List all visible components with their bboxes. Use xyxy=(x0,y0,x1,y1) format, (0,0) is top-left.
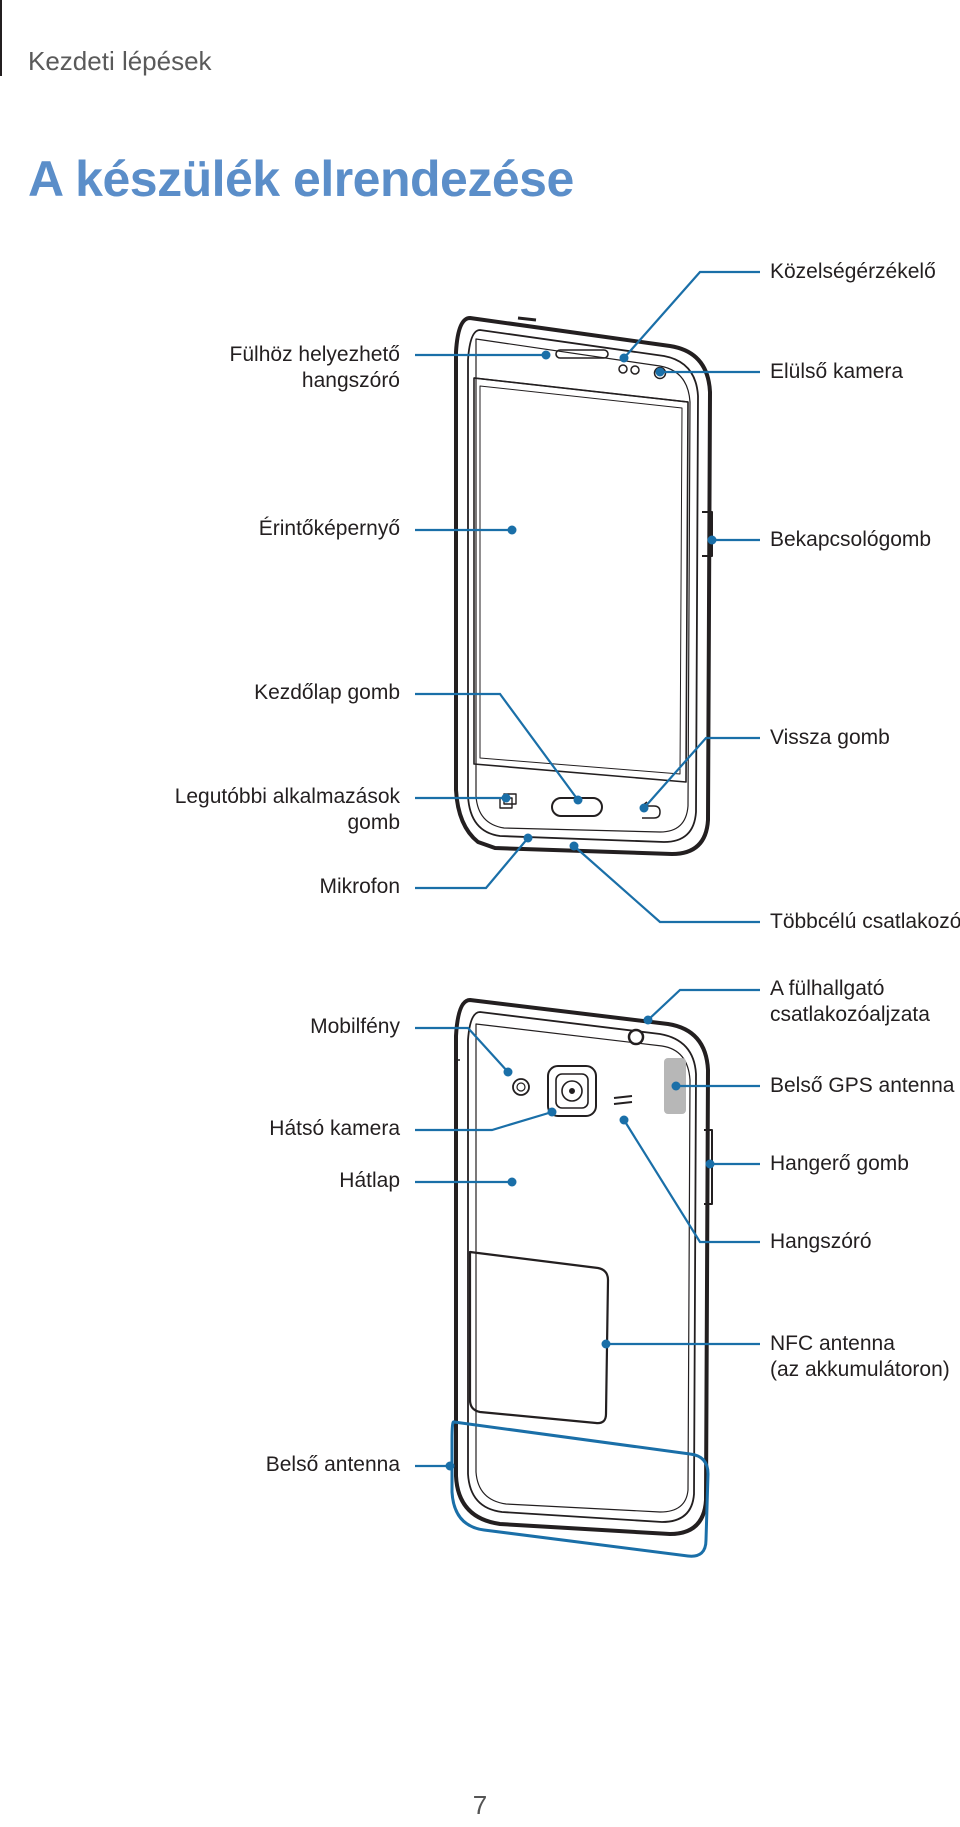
label-earpiece: Fülhöz helyezhető hangszóró xyxy=(230,342,400,394)
label-headset-jack: A fülhallgató csatlakozóaljzata xyxy=(770,976,930,1028)
label-recent-apps-line1: Legutóbbi alkalmazások xyxy=(174,785,400,808)
label-flash: Mobilfény xyxy=(310,1015,400,1038)
label-recent-apps-key: Legutóbbi alkalmazások gomb xyxy=(175,784,400,836)
label-microphone: Mikrofon xyxy=(319,875,400,898)
section-header: Kezdeti lépések xyxy=(28,46,212,76)
label-touchscreen: Érintőképernyő xyxy=(258,517,400,540)
label-multipurpose-jack: Többcélú csatlakozó xyxy=(770,910,960,933)
callout-lines xyxy=(415,270,760,1468)
label-speaker: Hangszóró xyxy=(770,1230,872,1253)
label-earpiece-line1: Fülhöz helyezhető xyxy=(229,343,400,366)
label-nfc-antenna-line1: NFC antenna xyxy=(770,1332,895,1355)
label-gps-antenna: Belső GPS antenna xyxy=(770,1074,955,1097)
label-nfc-antenna: NFC antenna (az akkumulátoron) xyxy=(770,1331,950,1383)
label-recent-apps-line2: gomb xyxy=(347,811,400,834)
label-back-cover: Hátlap xyxy=(339,1169,400,1192)
label-back-key: Vissza gomb xyxy=(770,726,890,749)
label-front-camera: Elülső kamera xyxy=(770,360,904,383)
page-number: 7 xyxy=(472,1790,488,1820)
label-power-key: Bekapcsológomb xyxy=(770,528,932,551)
label-home-key: Kezdőlap gomb xyxy=(254,681,400,704)
label-internal-antenna: Belső antenna xyxy=(265,1453,400,1476)
callout-dots xyxy=(445,350,717,1471)
label-earpiece-line2: hangszóró xyxy=(301,369,400,392)
label-nfc-antenna-line2: (az akkumulátoron) xyxy=(770,1358,950,1381)
label-headset-jack-line1: A fülhallgató xyxy=(770,977,885,1000)
label-volume-key: Hangerő gomb xyxy=(770,1152,909,1175)
back-phone xyxy=(450,998,713,1558)
label-proximity-sensor: Közelségérzékelő xyxy=(770,260,936,283)
margin-rule xyxy=(0,0,2,76)
label-rear-camera: Hátsó kamera xyxy=(269,1117,400,1140)
label-headset-jack-line2: csatlakozóaljzata xyxy=(770,1003,930,1026)
page-title: A készülék elrendezése xyxy=(28,151,574,207)
